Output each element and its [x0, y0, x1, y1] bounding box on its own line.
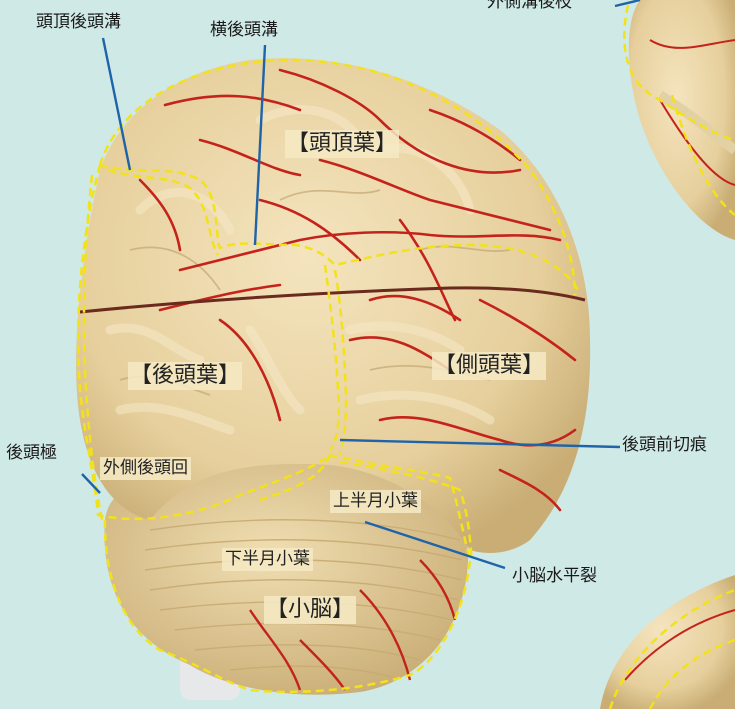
label-occipital-lobe: 【後頭葉】 — [128, 362, 242, 390]
label-parietal-occipital-sulcus: 頭頂後頭溝 — [36, 14, 121, 31]
label-lateral-occipital-gyrus: 外側後頭回 — [100, 457, 191, 480]
neighbor-brain-top — [624, 0, 735, 240]
neighbor-brain-bottom — [600, 575, 735, 709]
label-horizontal-fissure: 小脳水平裂 — [512, 568, 597, 585]
label-superior-semilunar-lobule: 上半月小葉 — [330, 490, 421, 513]
label-preoccipital-notch: 後頭前切痕 — [622, 437, 707, 454]
label-transverse-occipital-sulcus: 横後頭溝 — [210, 22, 278, 39]
label-cerebellum: 【小脳】 — [264, 596, 356, 624]
label-lateral-sulcus-posterior-branch: 外側溝後枝 — [487, 0, 572, 11]
label-temporal-lobe: 【側頭葉】 — [432, 352, 546, 380]
label-parietal-lobe: 【頭頂葉】 — [285, 130, 399, 158]
label-inferior-semilunar-lobule: 下半月小葉 — [222, 548, 313, 571]
label-occipital-pole: 後頭極 — [6, 445, 57, 462]
